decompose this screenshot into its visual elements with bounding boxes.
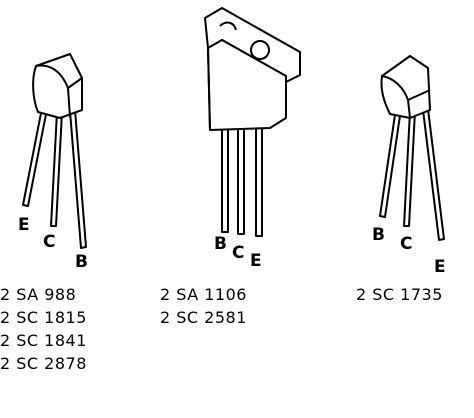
left-pin-label-2: C (43, 232, 55, 252)
middle-pin-label-3: E (250, 251, 262, 271)
middle-transistor-leads (221, 117, 263, 237)
left-part-number-list: 2 SA 988 2 SC 1815 2 SC 1841 2 SC 2878 (0, 283, 87, 375)
left-transistor-package (22, 53, 87, 249)
left-pin-label-1: E (18, 215, 30, 235)
right-pin-label-2: C (400, 234, 412, 254)
left-pin-label-3: B (75, 252, 88, 272)
middle-transistor-package (204, 7, 301, 237)
part-number: 2 SC 2581 (160, 308, 247, 327)
middle-part-number-list: 2 SA 1106 2 SC 2581 (160, 283, 247, 329)
right-transistor-package (379, 55, 445, 241)
part-number: 2 SC 1841 (0, 331, 87, 350)
left-transistor-leads (22, 107, 87, 249)
middle-pin-label-1: B (214, 234, 227, 254)
mounting-hole-icon (250, 40, 270, 60)
right-part-number-list: 2 SC 1735 (356, 283, 443, 306)
part-number: 2 SA 988 (0, 285, 77, 304)
right-pin-label-3: E (434, 257, 446, 277)
right-transistor-body (380, 55, 431, 119)
right-pin-label-1: B (372, 225, 385, 245)
part-number: 2 SC 1735 (356, 285, 443, 304)
part-number: 2 SC 1815 (0, 308, 87, 327)
right-transistor-leads (379, 107, 445, 241)
part-number: 2 SC 2878 (0, 354, 87, 373)
part-number: 2 SA 1106 (160, 285, 247, 304)
middle-pin-label-2: C (232, 243, 244, 263)
left-transistor-body (32, 53, 83, 119)
